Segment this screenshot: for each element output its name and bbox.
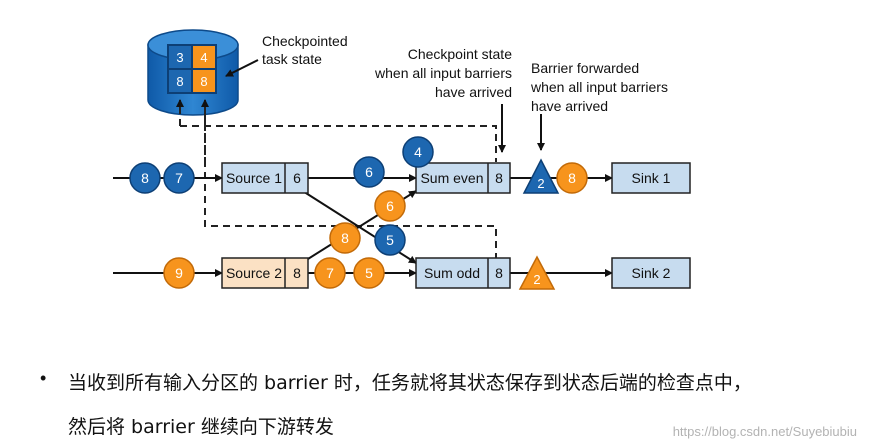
operator-label: Source 2	[226, 265, 282, 281]
operator-label: Source 1	[226, 170, 282, 186]
svg-text:have arrived: have arrived	[435, 84, 512, 100]
barrier-marker: 2	[522, 158, 560, 194]
annotation-barrier-forwarded: Barrier forwarded when all input barrier…	[530, 60, 668, 151]
state-cell	[169, 70, 191, 92]
svg-text:when all input barriers: when all input barriers	[530, 79, 668, 95]
operator-source-1: Source 1 6	[221, 162, 309, 194]
record-orange: 9	[163, 257, 195, 289]
svg-text:when all input barriers: when all input barriers	[374, 65, 512, 81]
operator-label: Sum even	[420, 170, 483, 186]
operator-state: 8	[293, 265, 301, 281]
record-orange: 8	[329, 222, 361, 254]
operator-sink-1: Sink 1	[611, 162, 691, 194]
record-orange: 8	[556, 162, 588, 194]
caption-line-1: 当收到所有输入分区的 barrier 时，任务就将其状态保存到状态后端的检查点中…	[68, 372, 752, 394]
svg-text:5: 5	[365, 265, 373, 281]
operator-label: Sink 2	[632, 265, 671, 281]
checkpoint-dashed-lines	[176, 99, 497, 262]
operator-sum-even: Sum even 8	[415, 162, 511, 194]
svg-text:Barrier forwarded: Barrier forwarded	[531, 60, 639, 76]
svg-text:Checkpoint state: Checkpoint state	[408, 46, 512, 62]
svg-text:task state: task state	[262, 51, 322, 67]
operator-sum-odd: Sum odd 8	[415, 257, 511, 289]
svg-text:2: 2	[533, 272, 540, 287]
svg-text:5: 5	[386, 232, 394, 248]
state-cell-value: 8	[176, 74, 183, 89]
svg-text:7: 7	[326, 265, 334, 281]
state-cell	[193, 70, 215, 92]
record-blue: 7	[163, 162, 195, 194]
svg-text:4: 4	[414, 144, 422, 160]
svg-text:9: 9	[175, 265, 183, 281]
annotation-checkpointed-task-state: Checkpointed task state	[225, 33, 348, 77]
record-blue: 5	[374, 224, 406, 256]
operator-label: Sink 1	[632, 170, 671, 186]
svg-text:7: 7	[175, 170, 183, 186]
state-cell-value: 3	[176, 50, 183, 65]
svg-text:6: 6	[386, 198, 394, 214]
barrier-marker: 2	[518, 255, 556, 290]
dataflow-diagram: 3 4 8 8 Checkpointed task state Checkpoi…	[113, 29, 691, 290]
watermark: https://blog.csdn.net/Suyebiubiu	[672, 424, 857, 439]
record-orange: 7	[314, 257, 346, 289]
svg-text:Checkpointed: Checkpointed	[262, 33, 348, 49]
caption-line-2: 然后将 barrier 继续向下游转发	[68, 416, 334, 438]
operator-sink-2: Sink 2	[611, 257, 691, 289]
record-orange: 5	[353, 257, 385, 289]
svg-text:6: 6	[365, 164, 373, 180]
operator-state: 6	[293, 170, 301, 186]
caption-bullet: •	[40, 368, 47, 388]
operator-label: Sum odd	[424, 265, 480, 281]
svg-text:2: 2	[537, 176, 544, 191]
svg-text:8: 8	[341, 230, 349, 246]
record-orange: 6	[374, 190, 406, 222]
state-store-database: 3 4 8 8	[147, 29, 239, 116]
operator-state: 8	[495, 170, 503, 186]
state-cell	[169, 46, 191, 68]
record-blue: 4	[402, 136, 434, 168]
annotation-checkpoint-state: Checkpoint state when all input barriers…	[374, 46, 512, 153]
operator-state: 8	[495, 265, 503, 281]
svg-text:8: 8	[141, 170, 149, 186]
svg-text:8: 8	[568, 170, 576, 186]
svg-text:have arrived: have arrived	[531, 98, 608, 114]
state-cell-value: 4	[200, 50, 207, 65]
operator-source-2: Source 2 8	[221, 257, 309, 289]
state-cell-value: 8	[200, 74, 207, 89]
record-blue: 8	[129, 162, 161, 194]
record-blue: 6	[353, 156, 385, 188]
state-cell	[193, 46, 215, 68]
